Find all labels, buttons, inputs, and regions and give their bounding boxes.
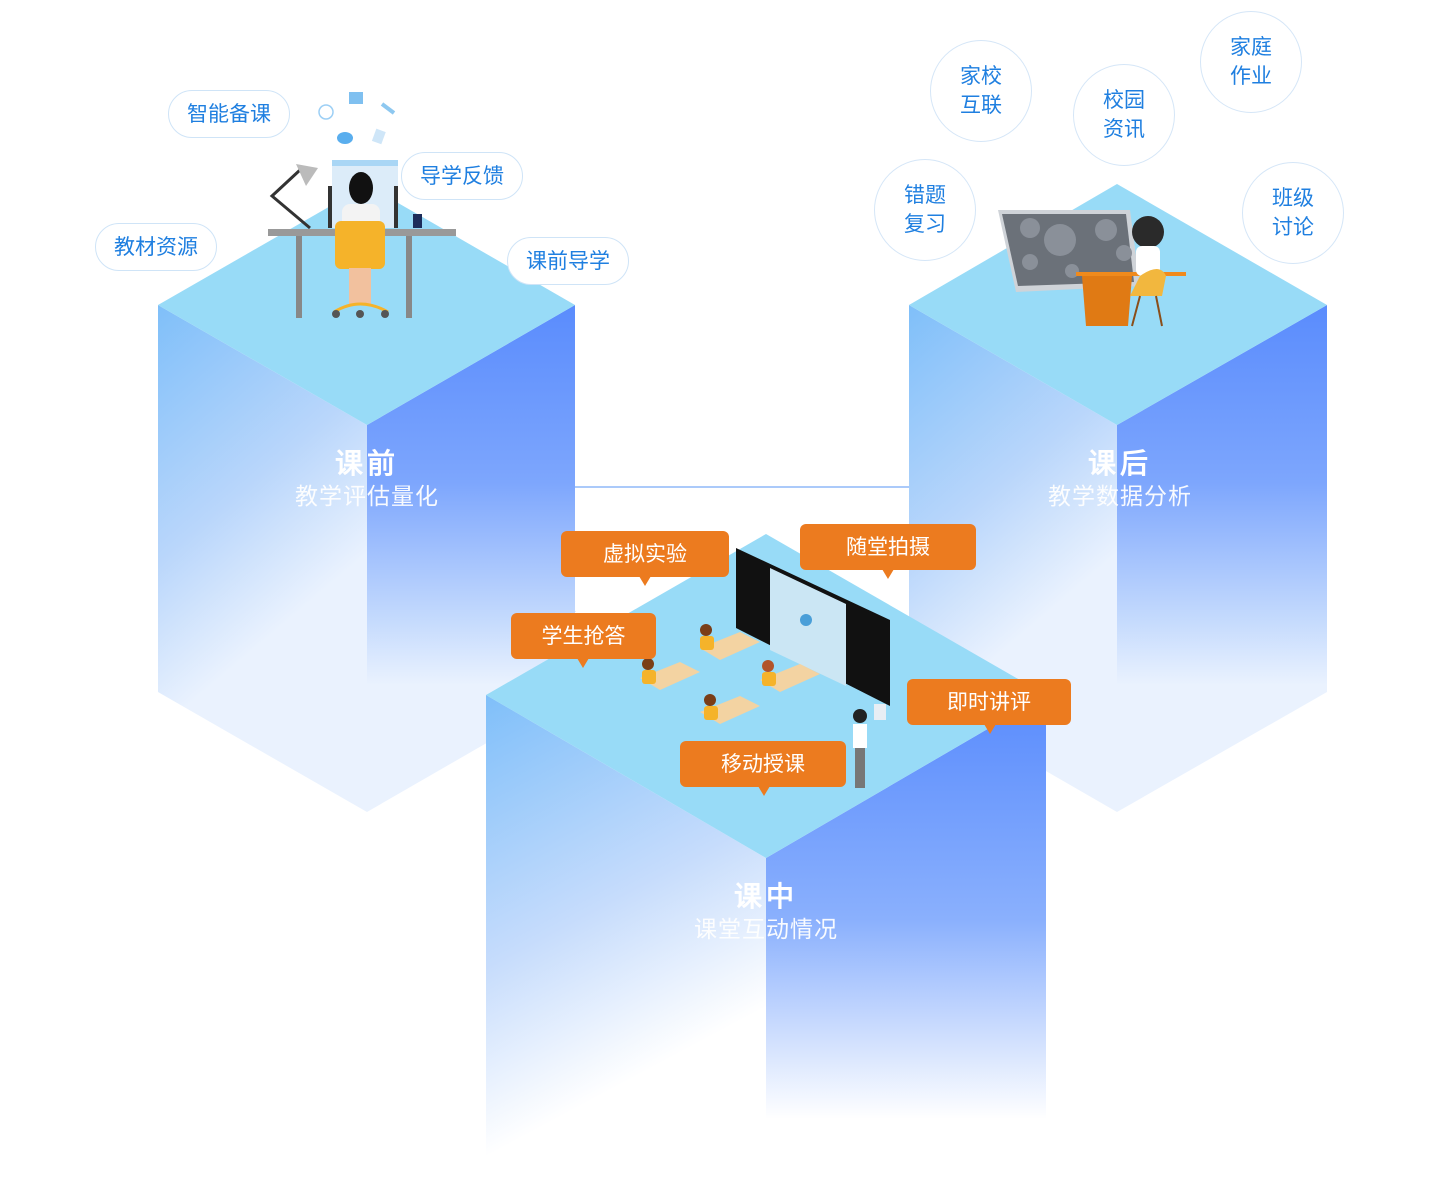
illustration-shape bbox=[335, 221, 385, 269]
bubble-pointer bbox=[639, 576, 651, 586]
stage-title: 课前 bbox=[334, 447, 399, 480]
cube-during-left-face bbox=[486, 695, 766, 1194]
illustration-shape bbox=[1130, 269, 1166, 296]
illustration-shape bbox=[1076, 272, 1186, 276]
illustration-shape bbox=[1132, 216, 1164, 248]
cube-before-left-face bbox=[158, 305, 367, 812]
circle-tag-line: 家庭 bbox=[1230, 35, 1272, 59]
circle-tag-line: 校园 bbox=[1103, 88, 1145, 112]
speech-bubble-tag: 即时讲评 bbox=[907, 679, 1071, 734]
stage-subtitle: 教学评估量化 bbox=[295, 484, 439, 510]
bubble-pointer bbox=[577, 658, 589, 668]
circle-tag: 错题复习 bbox=[874, 159, 976, 261]
illustration-shape bbox=[853, 724, 867, 748]
circle-tag: 家庭作业 bbox=[1200, 11, 1302, 113]
bubble-label: 学生抢答 bbox=[541, 624, 626, 648]
circle-tag-line: 家校 bbox=[960, 64, 1002, 88]
illustration-shape bbox=[269, 168, 311, 230]
circle-tag-line: 互联 bbox=[960, 93, 1002, 117]
illustration-shape bbox=[1131, 295, 1141, 327]
book-icon bbox=[380, 102, 396, 115]
stage-title: 课后 bbox=[1087, 447, 1152, 480]
illustration-shape bbox=[1065, 264, 1079, 278]
illustration-shape bbox=[349, 172, 373, 204]
circle-tag-line: 资讯 bbox=[1103, 117, 1145, 141]
bubble-pointer bbox=[984, 724, 996, 734]
illustration-shape bbox=[1136, 246, 1160, 276]
illustration-shape bbox=[1022, 254, 1038, 270]
illustration-shape bbox=[333, 302, 389, 314]
illustration-shape bbox=[770, 568, 846, 686]
stage-label-before: 课前 教学评估量化 bbox=[295, 447, 439, 513]
circle-tag: 班级讨论 bbox=[1242, 162, 1344, 264]
illustration-shape bbox=[642, 658, 654, 670]
circle-tag-line: 错题 bbox=[904, 183, 946, 207]
illustration-shape bbox=[762, 660, 774, 672]
illustration-shape bbox=[853, 709, 867, 723]
bubble-label: 虚拟实验 bbox=[603, 542, 687, 566]
illustration-shape bbox=[332, 310, 340, 318]
illustration-shape bbox=[762, 672, 776, 686]
illustration-shape bbox=[642, 670, 656, 684]
circle-tag: 校园资讯 bbox=[1073, 64, 1175, 166]
stage-subtitle: 课堂互动情况 bbox=[694, 917, 838, 943]
illustration-shape bbox=[874, 704, 886, 720]
cloud-tag: 智能备课 bbox=[168, 61, 290, 138]
cloud-tag: 教材资源 bbox=[95, 194, 217, 271]
stage-subtitle: 教学数据分析 bbox=[1048, 484, 1192, 510]
illustration-shape bbox=[394, 186, 398, 228]
stage-label-after: 课后 教学数据分析 bbox=[1048, 447, 1192, 513]
document-icon bbox=[371, 128, 386, 145]
illustration-shape bbox=[1155, 295, 1163, 327]
bubble-label: 移动授课 bbox=[721, 752, 805, 776]
cube-during-right-face bbox=[766, 695, 1046, 1194]
illustration-shape bbox=[700, 636, 714, 650]
speech-bubble-tag: 移动授课 bbox=[680, 741, 846, 796]
illustration-shape bbox=[1020, 218, 1040, 238]
illustration-shape bbox=[349, 268, 371, 304]
illustration-shape bbox=[1082, 276, 1132, 326]
atom-icon bbox=[318, 104, 334, 120]
bubble-pointer bbox=[882, 569, 894, 579]
illustration-shape bbox=[328, 186, 332, 228]
illustration-shape bbox=[381, 310, 389, 318]
illustration-shape bbox=[296, 164, 318, 186]
illustration-shape bbox=[800, 614, 812, 626]
student-studying-tablet-illustration bbox=[998, 210, 1186, 327]
cube-after-right-face bbox=[1117, 305, 1327, 812]
illustration-shape bbox=[296, 236, 302, 318]
circle-tag-line: 班级 bbox=[1272, 186, 1314, 210]
speech-bubble-tag: 随堂拍摄 bbox=[800, 524, 976, 579]
illustration-shape bbox=[855, 748, 865, 788]
circle-tag: 家校互联 bbox=[930, 40, 1032, 142]
chat-icon bbox=[337, 132, 353, 144]
bubble-label: 随堂拍摄 bbox=[846, 535, 930, 559]
illustration-shape bbox=[1044, 224, 1076, 256]
stage-title: 课中 bbox=[733, 880, 798, 913]
illustration-shape bbox=[704, 694, 716, 706]
speech-bubble-tag: 虚拟实验 bbox=[561, 531, 729, 586]
envelope-icon bbox=[349, 92, 363, 104]
illustration-shape bbox=[406, 236, 412, 318]
circle-tag-line: 讨论 bbox=[1272, 215, 1314, 239]
illustration-shape bbox=[1116, 245, 1132, 261]
illustration-shape bbox=[700, 624, 712, 636]
illustration-shape bbox=[1095, 219, 1117, 241]
bubble-pointer bbox=[758, 786, 770, 796]
illustration-shape bbox=[332, 160, 398, 166]
illustration-shape bbox=[413, 214, 422, 228]
classroom-smartboard-illustration bbox=[640, 548, 890, 788]
stage-label-during: 课中 课堂互动情况 bbox=[694, 880, 838, 946]
cloud-tag: 导学反馈 bbox=[401, 123, 523, 200]
cloud-tag: 课前导学 bbox=[507, 208, 629, 285]
illustration-shape bbox=[356, 310, 364, 318]
speech-bubble-tag: 学生抢答 bbox=[511, 613, 656, 668]
circle-tag-line: 作业 bbox=[1230, 64, 1272, 88]
circle-tag-line: 复习 bbox=[904, 212, 946, 236]
illustration-shape bbox=[704, 706, 718, 720]
illustration-shape bbox=[700, 632, 760, 660]
bubble-label: 即时讲评 bbox=[947, 690, 1031, 714]
teacher-at-desk-illustration bbox=[268, 92, 456, 318]
